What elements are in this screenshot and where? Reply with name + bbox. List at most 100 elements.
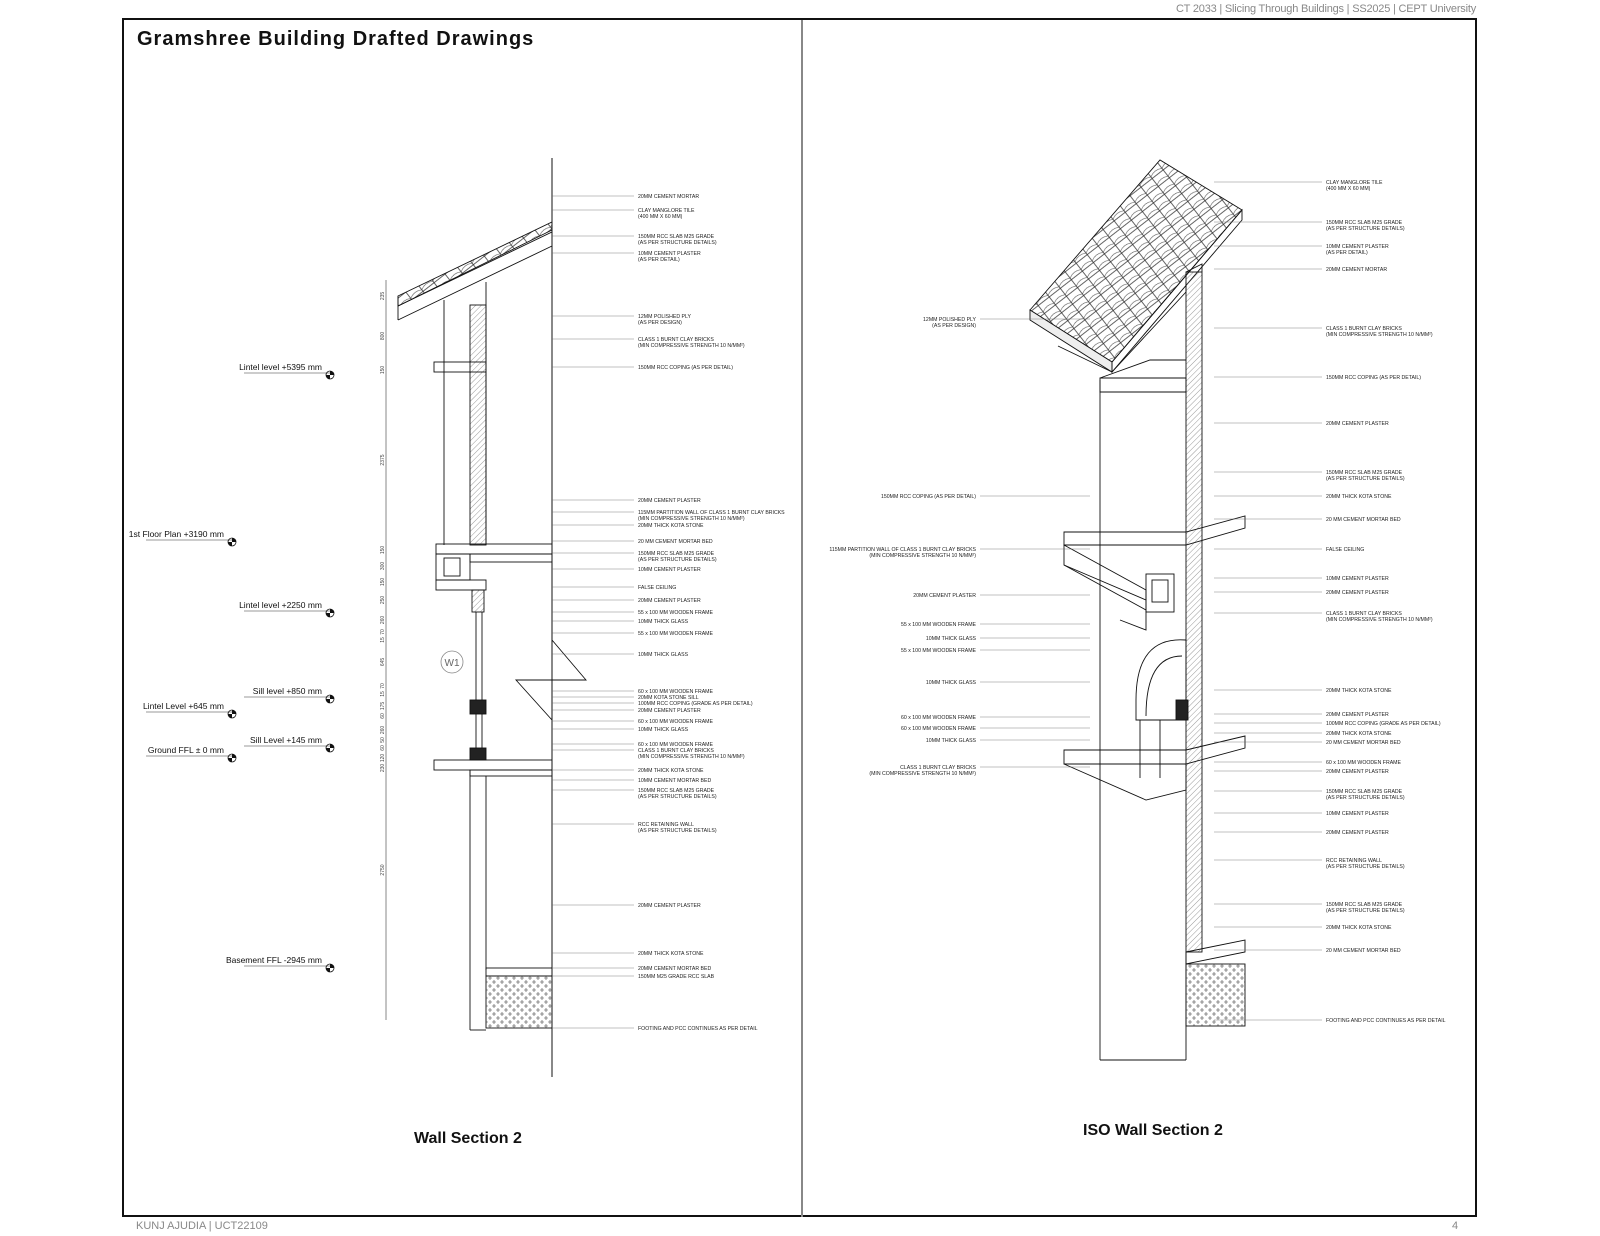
annotation: 10MM THICK GLASS — [926, 680, 1090, 686]
annotation: 20MM THICK KOTA STONE — [1214, 494, 1392, 500]
annotation-text: 10MM CEMENT PLASTER — [1326, 576, 1389, 582]
annotation: 10MM CEMENT PLASTER — [1214, 811, 1389, 817]
annotation-text: 20MM CEMENT PLASTER — [1326, 830, 1389, 836]
annotation: 20MM CEMENT MORTAR — [552, 194, 699, 200]
annotation-text: FOOTING AND PCC CONTINUES AS PER DETAIL — [1326, 1018, 1446, 1024]
annotation-text: 20MM THICK KOTA STONE — [1326, 731, 1392, 737]
annotation: 20MM CEMENT PLASTER — [552, 708, 701, 714]
annotation-text: 55 x 100 MM WOODEN FRAME — [638, 610, 713, 616]
annotation: CLASS 1 BURNT CLAY BRICKS(MIN COMPRESSIV… — [1214, 326, 1433, 338]
level-label: Sill Level +145 mm — [250, 735, 322, 745]
annotation: 20 MM CEMENT MORTAR BED — [552, 539, 713, 545]
level-label: Lintel level +5395 mm — [239, 362, 322, 372]
annotation-subtext: (AS PER STRUCTURE DETAILS) — [638, 240, 717, 246]
level-marker: Sill Level +145 mm — [244, 735, 335, 753]
annotation: 100MM RCC COPING (GRADE AS PER DETAIL) — [552, 701, 753, 707]
annotation-text: 10MM CEMENT PLASTER — [1326, 811, 1389, 817]
annotation-text: 150MM RCC SLAB M25 GRADE — [638, 234, 715, 240]
dimension-label: 150 — [380, 546, 386, 555]
annotation: 20MM CEMENT PLASTER — [1214, 830, 1389, 836]
annotation: 60 x 100 MM WOODEN FRAME — [552, 689, 713, 695]
annotation: 150MM RCC SLAB M25 GRADE(AS PER STRUCTUR… — [1214, 470, 1405, 482]
level-marker: Lintel level +5395 mm — [239, 362, 335, 380]
annotation-text: 20MM CEMENT PLASTER — [1326, 712, 1389, 718]
annotation-subtext: (400 MM X 60 MM) — [1326, 186, 1371, 192]
annotation: 20MM THICK KOTA STONE — [552, 523, 704, 529]
annotation-text: 10MM THICK GLASS — [638, 652, 689, 658]
annotation: 60 x 100 MM WOODEN FRAME — [552, 719, 713, 725]
dimension-label: 300 — [380, 562, 386, 571]
annotation-text: CLASS 1 BURNT CLAY BRICKS — [1326, 611, 1402, 617]
level-marker: Basement FFL -2945 mm — [226, 955, 335, 973]
level-label: Basement FFL -2945 mm — [226, 955, 322, 965]
dimension-label: 150 — [380, 366, 386, 375]
annotation-text: 20MM CEMENT PLASTER — [638, 498, 701, 504]
dimension-label: 645 — [380, 658, 386, 667]
annotation: CLASS 1 BURNT CLAY BRICKS(MIN COMPRESSIV… — [552, 748, 745, 760]
annotation: 20MM CEMENT PLASTER — [913, 593, 1090, 599]
annotation-subtext: (AS PER STRUCTURE DETAILS) — [1326, 226, 1405, 232]
annotation-text: 150MM RCC SLAB M25 GRADE — [1326, 902, 1403, 908]
level-marker: Lintel level +2250 mm — [239, 600, 335, 618]
annotation-text: 20MM CEMENT MORTAR BED — [638, 966, 711, 972]
annotation-subtext: (MIN COMPRESSIVE STRENGTH 10 N/MM²) — [638, 516, 745, 522]
dimension-labels: 2358001502375150300150250260701564570151… — [380, 292, 386, 876]
level-marker: Lintel Level +645 mm — [143, 701, 237, 719]
iso-wall-section-drawing — [1029, 159, 1246, 1061]
annotation: 20MM THICK KOTA STONE — [1214, 688, 1392, 694]
annotation-text: 20MM THICK KOTA STONE — [638, 523, 704, 529]
annotation: 150MM RCC COPING (AS PER DETAIL) — [881, 494, 1090, 500]
annotation: 150MM RCC SLAB M25 GRADE(AS PER STRUCTUR… — [1214, 902, 1405, 914]
annotation: 60 x 100 MM WOODEN FRAME — [901, 726, 1090, 732]
level-marker: 1st Floor Plan +3190 mm — [129, 529, 237, 547]
dimension-label: 230 — [380, 764, 386, 773]
dimension-label: 15 — [380, 691, 386, 697]
dimension-label: 800 — [380, 332, 386, 341]
annotation-text: 12MM POLISHED PLY — [638, 314, 691, 320]
annotation: 20MM CEMENT PLASTER — [1214, 769, 1389, 775]
annotation-text: 10MM CEMENT PLASTER — [638, 251, 701, 257]
level-label: 1st Floor Plan +3190 mm — [129, 529, 224, 539]
annotation-text: 12MM POLISHED PLY — [923, 317, 976, 323]
annotation: 55 x 100 MM WOODEN FRAME — [552, 610, 713, 616]
annotation-text: 20MM CEMENT PLASTER — [638, 903, 701, 909]
annotation: CLAY MANGLORE TILE(400 MM X 60 MM) — [552, 208, 695, 220]
annotation-text: 55 x 100 MM WOODEN FRAME — [638, 631, 713, 637]
annotation-text: 115MM PARTITION WALL OF CLASS 1 BURNT CL… — [829, 547, 976, 553]
annotation: FOOTING AND PCC CONTINUES AS PER DETAIL — [1214, 1018, 1446, 1024]
dimension-label: 50 — [380, 737, 386, 743]
annotation-text: CLASS 1 BURNT CLAY BRICKS — [638, 337, 714, 343]
annotation: 10MM THICK GLASS — [926, 636, 1090, 642]
annotation-text: 20MM CEMENT MORTAR — [638, 194, 699, 200]
annotation-text: 150MM RCC SLAB M25 GRADE — [1326, 470, 1403, 476]
annotation: CLASS 1 BURNT CLAY BRICKS(MIN COMPRESSIV… — [869, 765, 1090, 777]
level-label: Ground FFL ± 0 mm — [148, 745, 224, 755]
dimension-label: 120 — [380, 754, 386, 763]
annotation-text: 60 x 100 MM WOODEN FRAME — [901, 715, 976, 721]
annotation-text: CLASS 1 BURNT CLAY BRICKS — [900, 765, 976, 771]
level-markers: Lintel level +5395 mm 1st Floor Plan +319… — [129, 362, 335, 973]
page-title: Gramshree Building Drafted Drawings — [137, 28, 535, 50]
annotation-subtext: (400 MM X 60 MM) — [638, 214, 683, 220]
dimension-label: 70 — [380, 629, 386, 635]
annotation-text: 150MM RCC SLAB M25 GRADE — [1326, 789, 1403, 795]
window-tag: W1 — [440, 650, 464, 674]
annotation-text: 55 x 100 MM WOODEN FRAME — [901, 622, 976, 628]
annotation-text: 20MM CEMENT PLASTER — [1326, 590, 1389, 596]
left-annotations: 20MM CEMENT MORTAR CLAY MANGLORE TILE(400… — [552, 194, 785, 1032]
annotation: 20MM THICK KOTA STONE — [552, 768, 704, 774]
dimension-label: 260 — [380, 616, 386, 625]
annotation-text: 60 x 100 MM WOODEN FRAME — [638, 742, 713, 748]
annotation-text: 150MM RCC SLAB M25 GRADE — [638, 551, 715, 557]
annotation-text: CLAY MANGLORE TILE — [638, 208, 695, 214]
annotation-text: 150MM RCC COPING (AS PER DETAIL) — [1326, 375, 1421, 381]
annotation: 20MM CEMENT MORTAR BED — [552, 966, 711, 972]
annotation: 20MM KOTA STONE SILL — [552, 695, 699, 701]
annotation: CLASS 1 BURNT CLAY BRICKS(MIN COMPRESSIV… — [1214, 611, 1433, 623]
annotation: 10MM THICK GLASS — [926, 738, 1090, 744]
dimension-label: 2750 — [380, 864, 386, 875]
annotation-subtext: (AS PER STRUCTURE DETAILS) — [638, 794, 717, 800]
annotation-text: 100MM RCC COPING (GRADE AS PER DETAIL) — [638, 701, 753, 707]
annotation-subtext: (MIN COMPRESSIVE STRENGTH 10 N/MM²) — [1326, 332, 1433, 338]
